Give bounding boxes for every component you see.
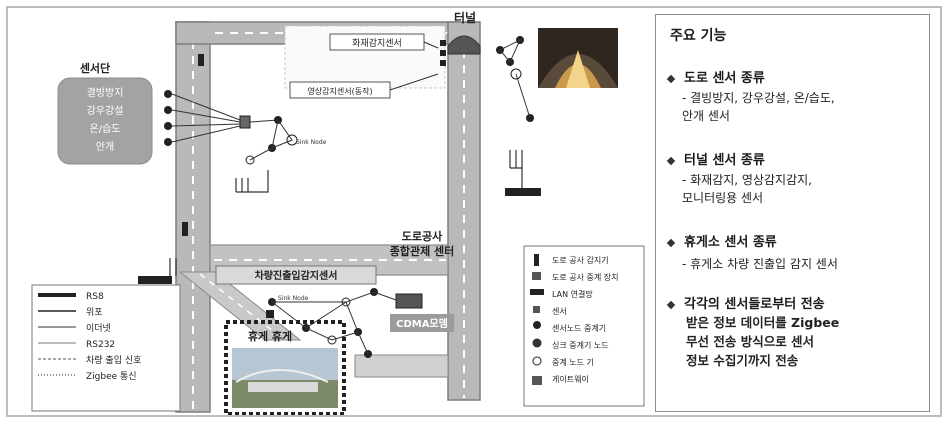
road-center-label: 도로공사	[402, 229, 443, 243]
legend-left-item: RS8	[86, 292, 104, 302]
feature-detail: 받은 정보 데이터를 Zigbee 무선 전송 방식으로 센서 정보 수집기까지…	[686, 313, 839, 370]
feature-detail-line: 받은 정보 데이터를 Zigbee	[686, 313, 839, 332]
feature-detail-line: 정보 수집기까지 전송	[686, 351, 839, 370]
diamond-bullet-icon	[667, 156, 675, 164]
feature-heading: 휴게소 센서 종류	[668, 231, 777, 250]
legend-left-item: Zigbee 통신	[86, 371, 137, 382]
diamond-bullet-icon	[667, 300, 675, 308]
feature-detail-line: 모니터링용 센서	[682, 189, 812, 207]
tunnel-label: 터널	[454, 10, 476, 25]
feature-detail: - 화재감지, 영상감지감지, 모니터링용 센서	[682, 171, 812, 207]
left-gateway-bar	[138, 276, 172, 284]
rest-area-photo	[232, 348, 338, 408]
feature-heading: 각각의 센서들로부터 전송	[668, 293, 825, 312]
video-sensor-label: 영상감지센서(동작)	[307, 86, 372, 96]
legend-left-item: RS232	[86, 340, 115, 350]
feature-heading: 도로 센서 종류	[668, 67, 765, 86]
legend-right-item: 센서노드 중계기	[552, 323, 606, 333]
feature-detail: - 결빙방지, 강우강설, 온/습도, 안개 센서	[682, 89, 835, 125]
sensor-item: 안개	[96, 141, 114, 153]
feature-heading-text: 도로 센서 종류	[684, 71, 765, 86]
sensor-item: 강우강설	[87, 105, 124, 117]
feature-heading-text: 휴게소 센서 종류	[684, 235, 777, 250]
right-legend: 도로 공사 감지기 도로 공사 중계 장치 LAN 연결망 센서 센서노드 중계…	[524, 246, 644, 406]
legend-right-item: 센서	[552, 306, 567, 316]
feature-heading-text: 터널 센서 종류	[684, 153, 765, 168]
feature-heading: 터널 센서 종류	[668, 149, 765, 168]
legend-right-item: 싱크 중계기 노드	[552, 340, 609, 350]
sink-node-label: Sink Node	[296, 139, 327, 146]
feature-detail-line: - 결빙방지, 강우강설, 온/습도,	[682, 89, 835, 107]
legend-right-item: 도로 공사 감지기	[552, 255, 609, 265]
legend-left-item: 차량 출입 신호	[86, 354, 141, 366]
road-center-label: 종합관제 센터	[390, 244, 455, 258]
road-sign-top	[198, 54, 204, 66]
fire-sensor-label: 화재감지센서	[352, 37, 402, 49]
feature-heading-text: 각각의 센서들로부터 전송	[684, 297, 825, 312]
cdma-modem-icon	[396, 294, 422, 308]
road-sign-mid	[182, 222, 188, 236]
legend-right-item: 게이트웨이	[552, 374, 589, 384]
cdma-label: CDMA모뎀	[396, 317, 448, 330]
network-diagram: 화재감지센서 영상감지센서(동작) 터널 센서단 결빙방지 강우강설 온/습도 …	[10, 10, 650, 415]
diamond-bullet-icon	[667, 74, 675, 82]
feature-detail-line: - 화재감지, 영상감지감지,	[682, 171, 812, 189]
left-legend: RS8 위포 이더넷 RS232 차량 출입 신호 Zigbee 통신	[32, 285, 180, 411]
rest-area-label: 휴게 휴게	[248, 329, 292, 343]
sensor-item: 온/습도	[90, 123, 121, 135]
legend-right-item: 도로 공사 중계 장치	[552, 272, 619, 282]
sensor-item: 결빙방지	[87, 87, 124, 99]
feature-detail-line: 안개 센서	[682, 107, 835, 125]
legend-left-item: 위포	[86, 307, 103, 318]
collector-label: 차량진출입감지센서	[255, 269, 338, 282]
legend-left-item: 이더넷	[86, 323, 111, 334]
sink-node-label: Sink Node	[278, 295, 309, 302]
feature-panel-title: 주요 기능	[670, 25, 726, 45]
feature-detail-line: 무선 전송 방식으로 센서	[686, 332, 839, 351]
legend-right-item: LAN 연결망	[552, 289, 593, 299]
sensor-group-title: 센서단	[80, 61, 110, 75]
feature-panel: 주요 기능 도로 센서 종류 - 결빙방지, 강우강설, 온/습도, 안개 센서…	[655, 14, 930, 412]
legend-right-item: 중계 노드 기	[552, 357, 594, 367]
feature-detail: - 휴게소 차량 진출입 감지 센서	[682, 255, 838, 273]
diamond-bullet-icon	[667, 238, 675, 246]
feature-detail-line: - 휴게소 차량 진출입 감지 센서	[682, 255, 838, 273]
tunnel-photo	[538, 28, 618, 88]
